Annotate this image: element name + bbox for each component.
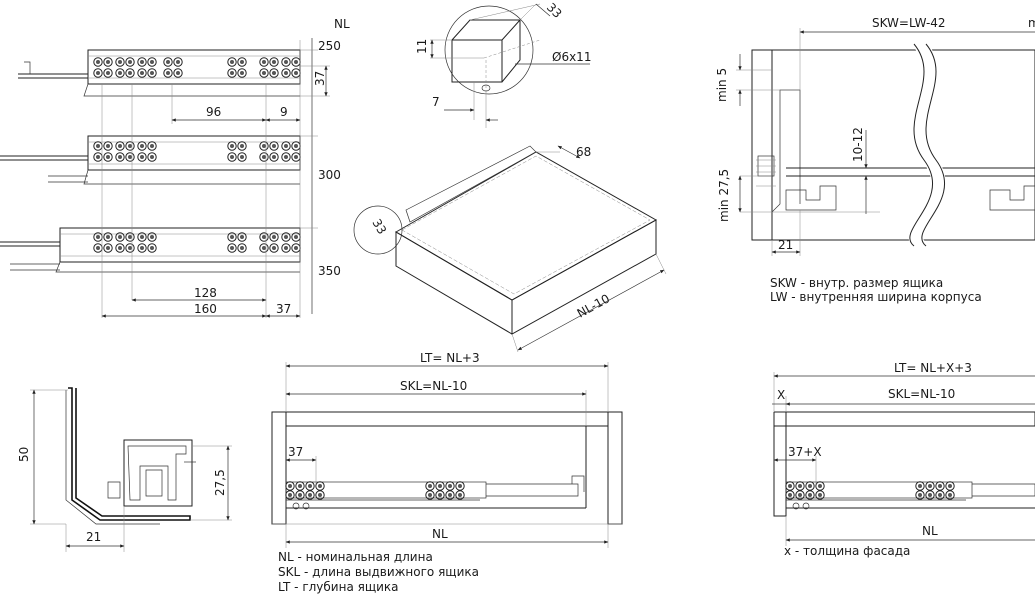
nl-label-overlay: NL <box>922 524 938 538</box>
dim-33-left: 33 <box>369 217 389 237</box>
dim-68: 68 <box>576 145 591 159</box>
nl-250-label: 250 <box>318 39 341 53</box>
nl-label-side: NL <box>432 527 448 541</box>
nl-header-label: NL <box>334 17 350 31</box>
min5-label: min 5 <box>715 68 729 102</box>
cabinet-section: SKW=LW-42 m min 5 10-12 min 27,5 21 SKW … <box>715 16 1035 304</box>
legend-nl: NL - номинальная длина <box>278 550 433 564</box>
legend-x: x - толщина фасада <box>784 544 910 558</box>
dim-9: 9 <box>280 105 288 119</box>
min27-5-label: min 27,5 <box>717 169 731 222</box>
dim-160: 160 <box>194 302 217 316</box>
nl-300-label: 300 <box>318 168 341 182</box>
side-view: LT= NL+3 SKL=NL-10 37 NL NL - номинальна… <box>271 351 623 594</box>
rail-250 <box>18 49 301 97</box>
dim-33-top: 33 <box>544 0 565 21</box>
dim-96: 96 <box>206 105 221 119</box>
dim-128: 128 <box>194 286 217 300</box>
legend-lw: LW - внутренняя ширина корпуса <box>770 290 982 304</box>
dim-10-12: 10-12 <box>851 127 865 162</box>
corner-detail: 33 11 7 Ø6x11 68 33 NL-10 <box>353 0 667 353</box>
rail-300 <box>0 135 301 185</box>
rail-variants-group: NL 250 300 350 37 96 9 128 160 37 <box>0 17 350 318</box>
dim-37-height: 37 <box>313 71 327 86</box>
hole-label: Ø6x11 <box>552 50 591 64</box>
dim-7: 7 <box>432 95 440 109</box>
dim-21-profile: 21 <box>86 530 101 544</box>
legend-skw: SKW - внутр. размер ящика <box>770 276 943 290</box>
drawer-box-isometric <box>353 145 667 353</box>
dim-21-section: 21 <box>778 238 793 252</box>
lt-label-overlay: LT= NL+X+3 <box>894 361 972 375</box>
legend-lt: LT - глубина ящика <box>278 580 399 594</box>
skl-label: SKL=NL-10 <box>400 379 467 393</box>
dim-37-bottom: 37 <box>276 302 291 316</box>
x-label: X <box>777 388 785 402</box>
legend-skl: SKL - длина выдвижного ящика <box>278 565 479 579</box>
skw-label: SKW=LW-42 <box>872 16 946 30</box>
overlay-view: LT= NL+X+3 X SKL=NL-10 37+X NL x - толщи… <box>772 361 1035 558</box>
lt-label: LT= NL+3 <box>420 351 480 365</box>
profile-section: 50 27,5 21 <box>17 387 232 552</box>
dim-11: 11 <box>415 39 429 54</box>
dim-27-5: 27,5 <box>213 469 227 496</box>
dim-37-side: 37 <box>288 445 303 459</box>
dim-50: 50 <box>17 447 31 462</box>
skl-label-overlay: SKL=NL-10 <box>888 387 955 401</box>
dim-37x: 37+X <box>788 445 822 459</box>
nl-350-label: 350 <box>318 264 341 278</box>
skw-clip-label: m <box>1028 16 1035 30</box>
rail-350 <box>0 227 301 273</box>
